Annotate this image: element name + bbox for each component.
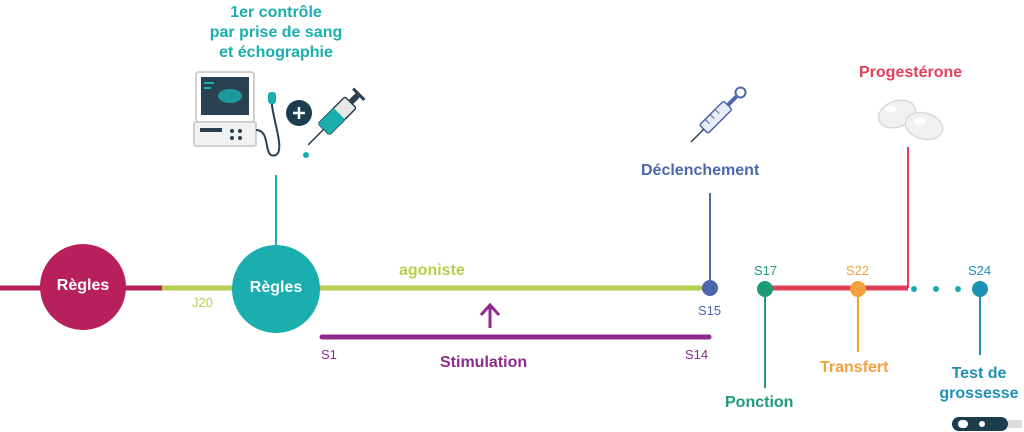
controle-note-line2: par prise de sang <box>209 24 343 41</box>
controle-note-line1: 1er contrôle <box>230 4 322 21</box>
plus-icon <box>286 100 312 126</box>
label-agoniste: agoniste <box>399 262 465 279</box>
label-ponction: Ponction <box>725 394 794 411</box>
marker-s22 <box>850 281 866 297</box>
label-s17: S17 <box>754 263 778 278</box>
label-s14: S14 <box>685 347 709 362</box>
regles-label-2: Règles <box>249 279 303 296</box>
regles-label-1: Règles <box>56 277 110 294</box>
regles-circle-2 <box>232 245 320 333</box>
label-s1: S1 <box>321 347 337 362</box>
syringe-icon <box>307 87 366 146</box>
ultrasound-machine-icon <box>193 71 281 157</box>
label-j20: J20 <box>192 295 213 310</box>
syringe-icon <box>690 86 747 143</box>
drop-icon <box>303 152 309 158</box>
marker-s17 <box>757 281 773 297</box>
capsule-icon <box>877 99 944 141</box>
label-s24: S24 <box>968 263 992 278</box>
label-progesterone: Progestérone <box>859 64 963 81</box>
label-declenchement: Déclenchement <box>641 162 760 179</box>
controle-note-line3: et échographie <box>219 44 333 61</box>
label-s15: S15 <box>698 303 722 318</box>
timeline-dots <box>911 286 961 292</box>
marker-s15 <box>702 280 718 296</box>
label-test-line2: grossesse <box>939 385 1019 402</box>
label-stimulation: Stimulation <box>440 354 528 371</box>
arrow-up-icon <box>479 302 501 328</box>
label-test-line1: Test de <box>951 365 1007 382</box>
marker-s24 <box>972 281 988 297</box>
regles-circle-1 <box>40 244 126 330</box>
controle-note: 1er contrôle par prise de sang et échogr… <box>200 3 352 63</box>
pregnancy-test-icon <box>952 417 1022 431</box>
label-s22: S22 <box>846 263 870 278</box>
label-transfert: Transfert <box>820 359 889 376</box>
label-test-grossesse: Test de grossesse <box>934 364 1024 404</box>
